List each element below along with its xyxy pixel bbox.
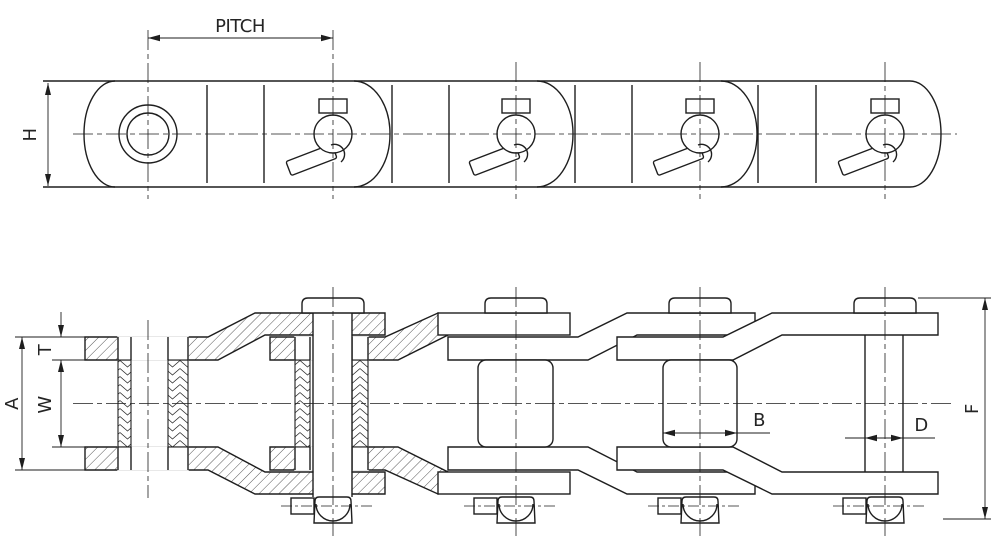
h-label: H [20,128,41,141]
cotter-bend [513,143,529,163]
centerlines [73,30,957,536]
w-label: W [35,396,56,414]
cotter-assembly [842,496,905,524]
dimension-b: B [663,410,770,437]
cotter-assembly [290,496,353,524]
offset-sidebar-plate [616,446,939,495]
pin-joint [652,98,720,176]
b-label: B [753,410,765,431]
dimension-d: D [845,415,935,442]
bushing-plate-holes [117,336,189,471]
pitch-label: PITCH [215,16,265,37]
pin-joint [285,98,353,176]
cotter-bend [697,143,713,163]
pin-joint [468,98,536,176]
d-label: D [914,415,927,436]
cotter-assembly [657,496,720,524]
dimension-t: T [35,312,64,356]
offset-sidebar-plate [616,312,939,361]
cotter-assembly [473,496,536,524]
dimension-pitch: PITCH [148,16,333,42]
sidebar-plate [437,312,571,336]
dimension-f: F [918,297,991,520]
cotter-bend [882,143,898,163]
dimension-w: W [35,359,88,448]
pin-joint [837,98,905,176]
dimension-a: A [2,336,88,471]
t-label: T [35,343,56,356]
sidebar-plate [437,471,571,495]
bottom-view-sectioned-plan [84,297,939,524]
pin-shaft-sectioned [312,312,353,498]
top-view-side-elevation [43,80,942,188]
a-label: A [2,397,23,410]
f-label: F [962,404,983,414]
dimension-h: H [20,83,51,186]
cotter-bend [330,143,346,163]
